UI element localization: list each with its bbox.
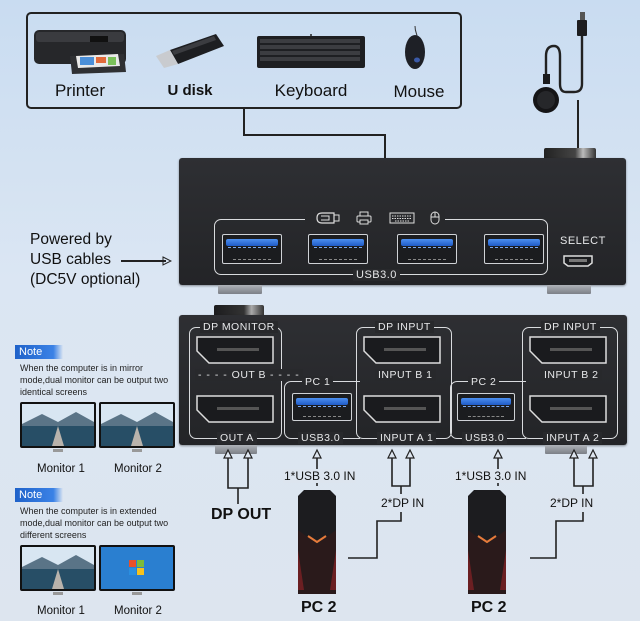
- connection-lines: [223, 448, 598, 559]
- pc-tower-icon: [468, 490, 506, 594]
- connector-line: [384, 134, 386, 164]
- arrow-up-icon: [569, 448, 579, 459]
- dp-port-input-a2[interactable]: [528, 394, 608, 424]
- connector-line: [243, 109, 245, 135]
- windows-logo-icon: [129, 560, 144, 575]
- pc1-usb-label: USB3.0: [298, 432, 344, 444]
- usb-hub-label: USB3.0: [353, 269, 400, 281]
- out-a-label: OUT A: [217, 432, 257, 444]
- select-knob: [544, 148, 596, 160]
- landscape-screen: [99, 402, 175, 448]
- usb-port-1[interactable]: [222, 234, 282, 264]
- pc-label-right: PC 2: [471, 599, 507, 616]
- pc2-usb-port[interactable]: [457, 393, 515, 421]
- connector-line: [243, 134, 386, 136]
- pc1-input-b-label: INPUT B 1: [375, 369, 436, 381]
- select-label: SELECT: [560, 235, 606, 247]
- peripheral-label-keyboard: Keyboard: [274, 81, 348, 100]
- rubber-foot: [215, 445, 257, 454]
- pc1-input-a-label: INPUT A 1: [377, 432, 437, 444]
- power-note: Powered by USB cables (DC5V optional): [30, 230, 140, 290]
- rubber-foot: [218, 285, 262, 294]
- dp-port-out-b[interactable]: [195, 335, 275, 365]
- monitor-1-extended: [20, 545, 96, 603]
- pc2-usb-label: USB3.0: [462, 432, 508, 444]
- dp-out-label: DP OUT: [211, 506, 272, 523]
- peripherals-box: [26, 12, 462, 109]
- pc1-usb-port[interactable]: [292, 393, 352, 421]
- mouse-icon: [430, 211, 440, 225]
- usb-flash-drive-icon: [156, 34, 224, 68]
- arrow-right-icon: [162, 256, 172, 266]
- windows-logo-screen: [99, 545, 175, 591]
- out-b-text: OUT B: [231, 369, 267, 381]
- monitor-2-extended: [99, 545, 175, 603]
- usb-port-3[interactable]: [397, 234, 457, 264]
- note-text-extended: When the computer is in extended mode,du…: [20, 506, 169, 540]
- rubber-foot: [547, 285, 591, 294]
- power-note-line-2: USB cables: [30, 251, 111, 268]
- dp-port-out-a[interactable]: [195, 394, 275, 424]
- hdmi-select-port-icon[interactable]: [562, 254, 594, 268]
- keyboard-icon: [389, 212, 415, 224]
- usb-port-2[interactable]: [308, 234, 368, 264]
- arrow-up-icon: [312, 448, 322, 459]
- dp-port-input-a1[interactable]: [362, 394, 442, 424]
- peripheral-label-printer: Printer: [54, 81, 106, 100]
- pc-tower-icon: [298, 490, 336, 594]
- arrow-up-icon: [588, 448, 598, 459]
- arrow-up-icon: [243, 448, 253, 459]
- monitor-1-mirror: [20, 402, 96, 460]
- peripheral-label-mouse: Mouse: [393, 82, 445, 101]
- out-b-label: - - - - OUT B - - - -: [195, 369, 303, 381]
- peripheral-label-u-disk: U disk: [167, 82, 213, 99]
- arrow-up-icon: [405, 448, 415, 459]
- landscape-screen: [20, 402, 96, 448]
- note-text-mirror: When the computer is in mirror mode,dual…: [20, 363, 169, 397]
- pc1-label: PC 1: [302, 376, 334, 388]
- usb-port-4[interactable]: [484, 234, 544, 264]
- arrow-up-icon: [387, 448, 397, 459]
- connector-line: [577, 100, 579, 160]
- monitor-1-label-extended: Monitor 1: [37, 605, 85, 617]
- dp-in-label-1: 2*DP IN: [380, 496, 426, 510]
- pc2-label: PC 2: [468, 376, 500, 388]
- pc2-input-b-label: INPUT B 2: [541, 369, 602, 381]
- printer-icon: [356, 211, 372, 225]
- printer-icon: [34, 30, 126, 74]
- pc1-dp-input-label: DP INPUT: [375, 321, 434, 333]
- mouse-icon: [405, 26, 425, 69]
- usb-in-label-2: 1*USB 3.0 IN: [454, 469, 528, 483]
- arrow-up-icon: [223, 448, 233, 459]
- monitor-2-label-mirror: Monitor 2: [114, 463, 162, 475]
- monitor-1-label-mirror: Monitor 1: [37, 463, 85, 475]
- dp-port-input-b1[interactable]: [362, 335, 442, 365]
- arrow-up-icon: [493, 448, 503, 459]
- pc2-input-a-label: INPUT A 2: [543, 432, 603, 444]
- pc-label-left: PC 2: [301, 599, 337, 616]
- power-note-line-1: Powered by: [30, 231, 112, 248]
- rubber-foot: [545, 445, 587, 454]
- monitor-2-mirror: [99, 402, 175, 460]
- landscape-screen: [20, 545, 96, 591]
- usb-in-label-1: 1*USB 3.0 IN: [283, 469, 357, 483]
- usb-flash-drive-icon: [316, 212, 340, 224]
- remote-select-button-icon: [533, 12, 587, 113]
- dp-monitor-label: DP MONITOR: [200, 321, 278, 333]
- power-note-line-3: (DC5V optional): [30, 271, 141, 288]
- dp-in-label-2: 2*DP IN: [549, 496, 595, 510]
- knob: [214, 305, 264, 317]
- pc2-dp-input-label: DP INPUT: [541, 321, 600, 333]
- dp-port-input-b2[interactable]: [528, 335, 608, 365]
- keyboard-icon: [257, 34, 365, 68]
- connector-line: [121, 260, 166, 262]
- monitor-2-label-extended: Monitor 2: [114, 605, 162, 617]
- note-tag-mirror: Note: [15, 345, 63, 359]
- note-tag-extended: Note: [15, 488, 63, 502]
